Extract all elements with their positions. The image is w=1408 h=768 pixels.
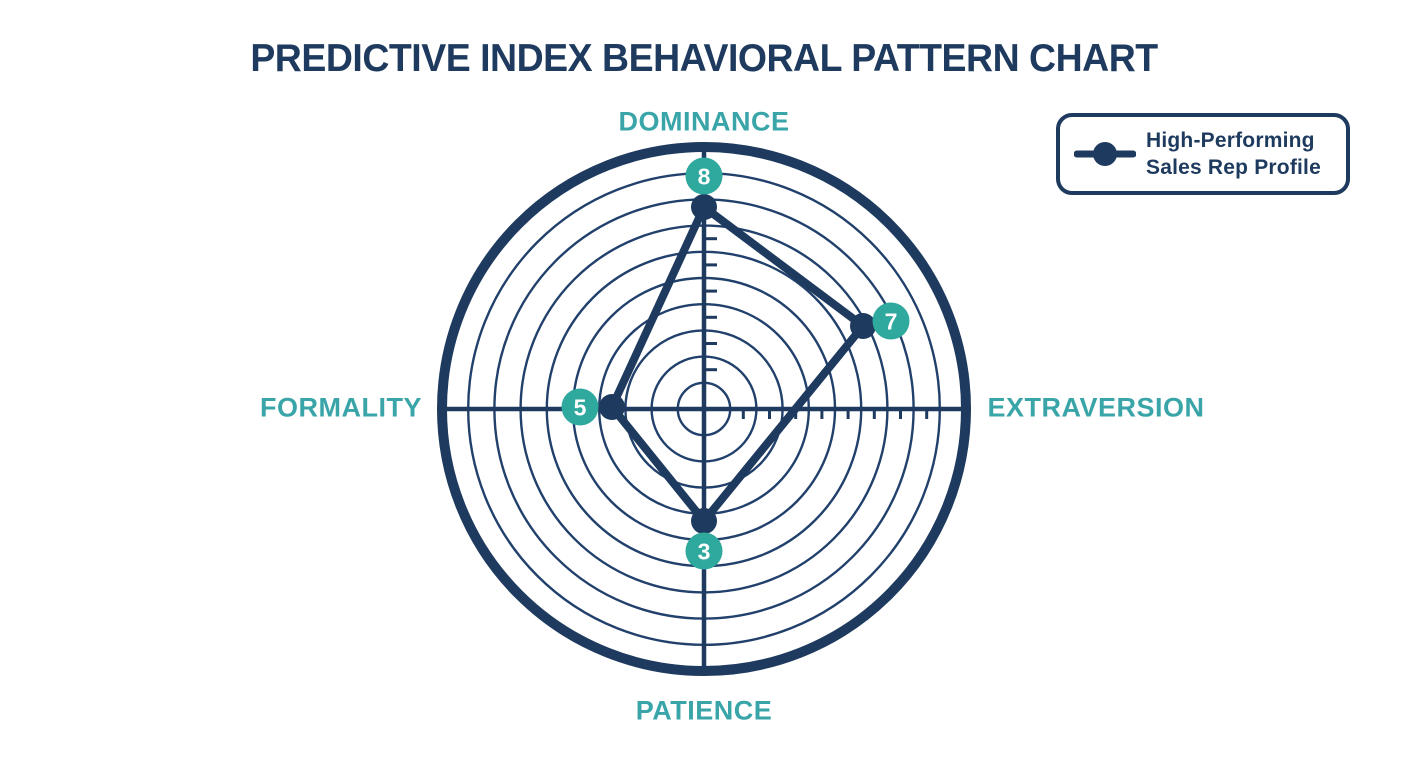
data-point-dot bbox=[691, 194, 717, 220]
value-badge-label: 5 bbox=[574, 394, 587, 420]
legend-label-line-2: Sales Rep Profile bbox=[1146, 156, 1321, 179]
legend-line-dot-icon bbox=[1074, 142, 1136, 166]
axis-label-formality: FORMALITY bbox=[260, 392, 422, 423]
value-badge bbox=[561, 388, 599, 426]
series-polygon bbox=[608, 203, 867, 525]
value-badge-label: 3 bbox=[698, 538, 711, 564]
value-badge bbox=[872, 302, 910, 340]
axis-label-patience: PATIENCE bbox=[635, 695, 773, 726]
data-point-dot bbox=[850, 313, 876, 339]
axis-label-dominance: DOMINANCE bbox=[618, 106, 790, 137]
value-badge bbox=[685, 532, 723, 570]
legend-label-line-1: High-Performing bbox=[1146, 128, 1315, 152]
value-badge bbox=[685, 157, 723, 195]
chart-title: PREDICTIVE INDEX BEHAVIORAL PATTERN CHAR… bbox=[250, 37, 1158, 80]
legend: High-Performing Sales Rep Profile bbox=[1056, 113, 1350, 195]
value-badge-label: 8 bbox=[698, 163, 711, 189]
value-badge-label: 7 bbox=[885, 308, 898, 334]
data-point-dot bbox=[691, 508, 717, 534]
axis-label-extraversion: EXTRAVERSION bbox=[987, 392, 1205, 423]
legend-series-label: High-Performing Sales Rep Profile bbox=[1146, 127, 1321, 182]
data-point-dot bbox=[599, 394, 625, 420]
